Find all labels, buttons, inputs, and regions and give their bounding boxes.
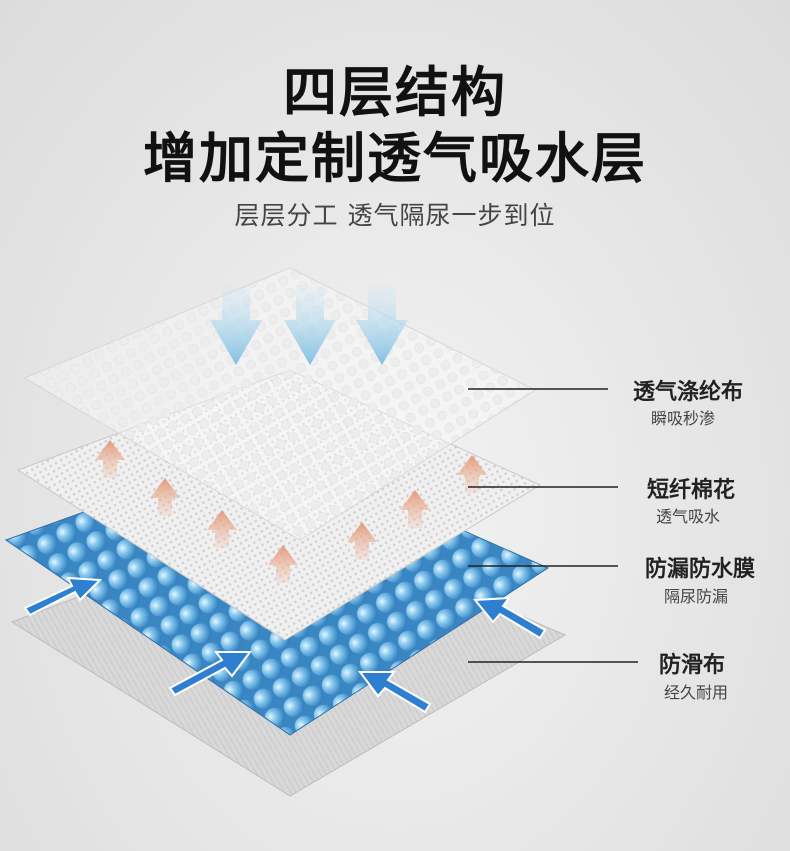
leader-lines <box>468 388 638 663</box>
layer4-desc: 经久耐用 <box>663 683 728 702</box>
up-arrows <box>95 440 487 583</box>
layer2-desc: 透气吸水 <box>655 507 720 526</box>
layer3-desc: 隔尿防漏 <box>663 587 728 606</box>
spread-arrows <box>23 576 547 714</box>
polyester-layer <box>23 267 537 541</box>
layer4-name: 防滑布 <box>658 653 725 678</box>
subtitle: 层层分工 透气隔尿一步到位 <box>234 201 556 230</box>
page-title: 四层结构 <box>283 61 507 124</box>
page-title-line2: 增加定制透气吸水层 <box>143 127 647 190</box>
down-arrows <box>210 285 408 365</box>
layer2-name: 短纤棉花 <box>646 478 735 503</box>
layer1-desc: 瞬吸秒渗 <box>650 409 715 428</box>
layer3-name: 防漏防水膜 <box>644 557 755 582</box>
layer1-name: 透气涤纶布 <box>632 380 743 405</box>
